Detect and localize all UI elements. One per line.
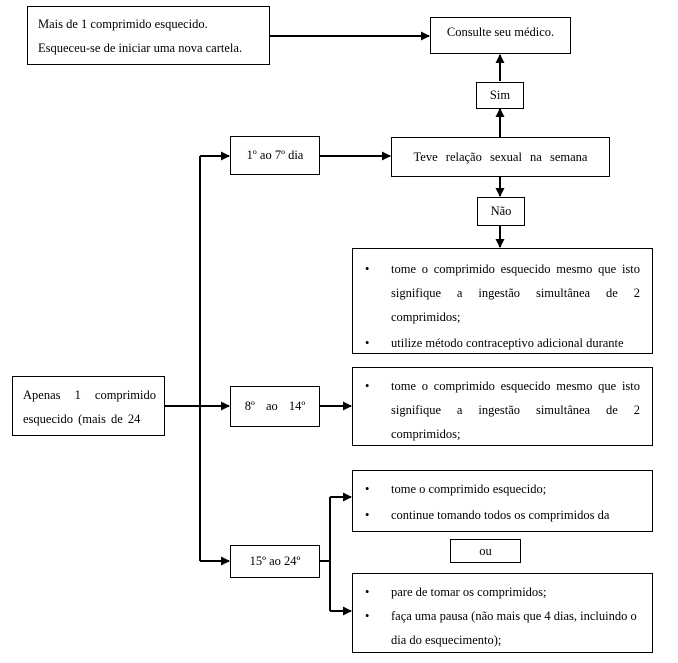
option-a-box: • tome o comprimido esquecido; • continu… [352, 470, 653, 532]
option-a-item-1: • tome o comprimido esquecido; [353, 477, 640, 501]
day-8-14-box: 8º ao 14º [230, 386, 320, 427]
option-a-text-2: continue tomando todos os comprimidos da [391, 508, 610, 522]
sim-text: Sim [489, 88, 511, 102]
day-8-14-text: 8º ao 14º [244, 399, 306, 413]
bullet-icon: • [365, 508, 370, 522]
consult-doctor-box: Consulte seu médico. [430, 17, 571, 54]
day-8-14-action-item-1: • tome o comprimido esquecido mesmo que … [353, 374, 640, 446]
nao-action-item-2: • utilize método contraceptivo adicional… [353, 331, 640, 355]
bullet-icon: • [365, 379, 370, 393]
day-1-7-text: 1º ao 7º dia [246, 148, 304, 162]
multiple-forgotten-line2: Esqueceu-se de iniciar uma nova cartela. [38, 41, 243, 55]
day-15-24-text: 15º ao 24º [249, 554, 301, 568]
option-b-text-1: pare de tomar os comprimidos; [391, 585, 547, 599]
day-1-7-box: 1º ao 7º dia [230, 136, 320, 175]
bullet-icon: • [365, 482, 370, 496]
bullet-icon: • [365, 609, 370, 623]
consult-doctor-text: Consulte seu médico. [446, 25, 555, 39]
sim-box: Sim [476, 82, 524, 109]
multiple-forgotten-line1: Mais de 1 comprimido esquecido. [38, 17, 208, 31]
option-b-item-2: • faça uma pausa (não mais que 4 dias, i… [353, 604, 640, 652]
nao-action-text-2: utilize método contraceptivo adicional d… [391, 336, 624, 350]
day-8-14-action-text-1: tome o comprimido esquecido mesmo que is… [391, 379, 640, 441]
nao-actions-box: • tome o comprimido esquecido mesmo que … [352, 248, 653, 354]
option-a-item-2: • continue tomando todos os comprimidos … [353, 503, 640, 527]
day-15-24-box: 15º ao 24º [230, 545, 320, 578]
nao-action-text-1: tome o comprimido esquecido mesmo que is… [391, 262, 640, 324]
bullet-icon: • [365, 585, 370, 599]
option-b-box: • pare de tomar os comprimidos; • faça u… [352, 573, 653, 653]
nao-box: Não [477, 197, 525, 226]
nao-text: Não [490, 204, 512, 218]
option-a-text-1: tome o comprimido esquecido; [391, 482, 547, 496]
multiple-forgotten-box: Mais de 1 comprimido esquecido. Esqueceu… [27, 6, 270, 65]
sexual-relation-text: Teve relação sexual na semana [413, 149, 588, 164]
nao-action-item-1: • tome o comprimido esquecido mesmo que … [353, 257, 640, 329]
ou-text: ou [479, 543, 492, 558]
day-8-14-actions-box: • tome o comprimido esquecido mesmo que … [352, 367, 653, 446]
single-forgotten-box: Apenas 1 comprimido esquecido (mais de 2… [12, 376, 165, 436]
single-forgotten-text: Apenas 1 comprimido esquecido (mais de 2… [23, 388, 156, 426]
option-b-text-2: faça uma pausa (não mais que 4 dias, inc… [391, 609, 637, 647]
option-b-item-1: • pare de tomar os comprimidos; [353, 580, 640, 604]
bullet-icon: • [365, 336, 370, 350]
bullet-icon: • [365, 262, 370, 276]
sexual-relation-box: Teve relação sexual na semana [391, 137, 610, 177]
ou-box: ou [450, 539, 521, 563]
